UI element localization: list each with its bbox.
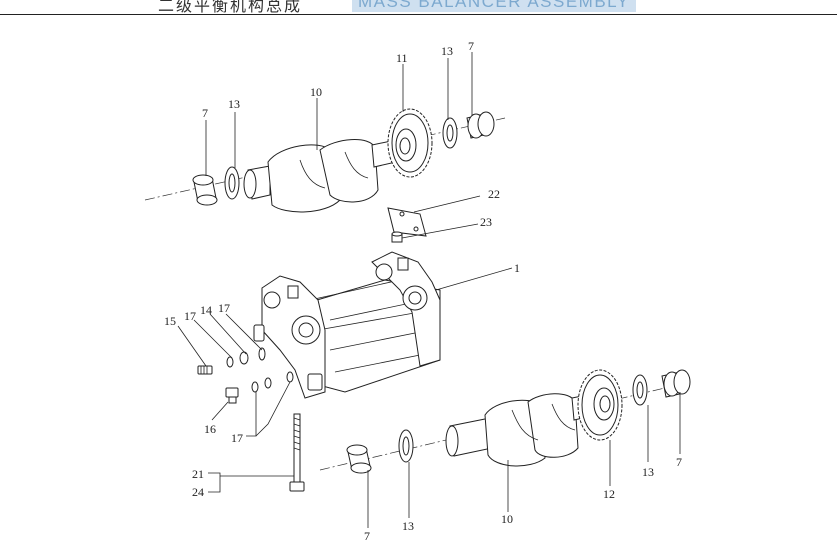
lower-shaft-axis [319,381,691,471]
callout-12: 12 [603,487,615,501]
callout-14: 14 [200,303,212,317]
lower-right-washer [632,374,648,406]
callout-22: 22 [488,187,500,201]
lower-left-washer [398,429,414,463]
plug-16 [225,387,239,404]
callout-13: 13 [402,519,414,533]
lower-gear [577,369,623,441]
callout-13: 13 [441,44,453,58]
callout-7: 7 [676,455,682,469]
lower-right-bushing [661,369,691,398]
balancer-housing [253,251,441,399]
callout-7: 7 [468,39,474,53]
washer-14 [239,351,249,365]
upper-left-bushing [192,174,218,206]
long-bolt [289,413,305,492]
lower-left-bushing [346,444,372,474]
washer-17a [226,356,234,368]
leader-lines [177,52,681,528]
bracket-bolt [391,231,403,243]
callout-7: 7 [364,529,370,543]
upper-right-bushing [466,111,495,139]
callout-15: 15 [164,314,176,328]
callout-1: 1 [514,261,520,275]
callout-17: 17 [231,431,243,445]
callout-16: 16 [204,422,216,436]
callout-24: 24 [192,485,204,499]
callout-11: 11 [396,51,408,65]
washer-17c [251,371,294,393]
callout-21: 21 [192,467,204,481]
callout-7: 7 [202,106,208,120]
upper-right-washer [442,117,458,149]
header: 二级平衡机构总成 MASS BALANCER ASSEMBLY [0,0,837,15]
title-chinese: 二级平衡机构总成 [158,0,303,15]
callout-23: 23 [480,215,492,229]
title-english: MASS BALANCER ASSEMBLY [352,0,636,12]
upper-balancer-shaft [243,139,397,213]
callout-10: 10 [501,512,513,526]
callout-13: 13 [228,97,240,111]
plug-15 [197,365,213,375]
callout-10: 10 [310,85,322,99]
upper-left-washer [224,166,240,200]
callout-17: 17 [184,309,196,323]
oil-pipe-bracket [387,207,427,237]
washer-17b [258,347,266,361]
upper-gear [387,108,433,178]
lower-balancer-shaft [445,393,593,467]
callout-13: 13 [642,465,654,479]
callout-17: 17 [218,301,230,315]
